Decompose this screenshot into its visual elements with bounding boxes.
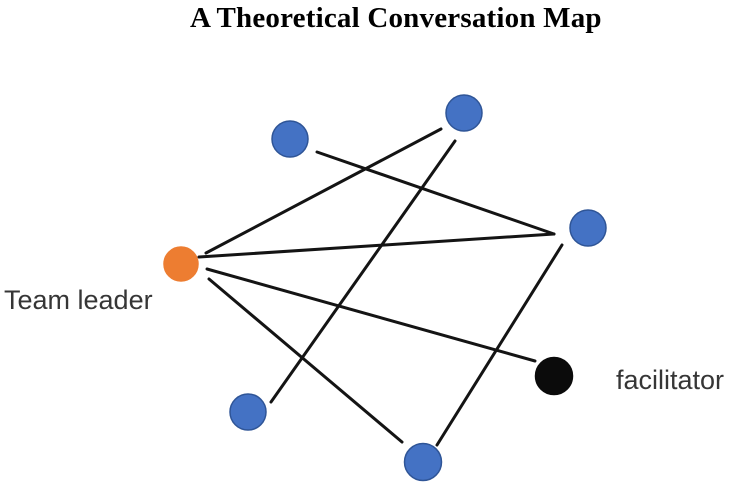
- diagram-title: A Theoretical Conversation Map: [190, 2, 602, 34]
- team-leader-label: Team leader: [4, 285, 153, 315]
- node-member-bottom-left: [229, 393, 267, 431]
- node-member-top-left: [271, 120, 309, 158]
- node-facilitator: [534, 356, 574, 396]
- edge-team-leader-to-member-top-center: [204, 127, 443, 255]
- edge-team-leader-to-facilitator: [205, 267, 537, 363]
- facilitator-label: facilitator: [616, 365, 725, 395]
- edge-team-leader-to-member-right: [197, 232, 556, 259]
- edge-member-right-to-member-bottom-center: [435, 243, 564, 447]
- node-member-right: [569, 209, 607, 247]
- node-member-top-center: [445, 94, 483, 132]
- node-member-bottom-center: [403, 442, 443, 482]
- node-team-leader: [163, 246, 199, 282]
- edge-member-top-center-to-member-bottom-left: [269, 139, 457, 404]
- edge-team-leader-to-member-bottom-center: [207, 277, 404, 444]
- edge-member-top-left-to-member-right: [315, 150, 556, 236]
